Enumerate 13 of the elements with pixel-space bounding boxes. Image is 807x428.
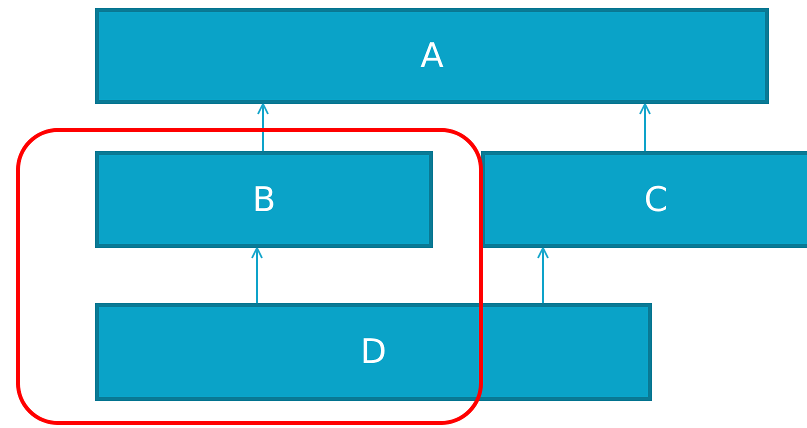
arrow [251, 247, 263, 303]
box-label: C [644, 180, 668, 220]
process-box [481, 151, 807, 248]
process-box [95, 303, 652, 401]
arrow [537, 247, 549, 303]
box-label: B [252, 180, 276, 220]
arrow [639, 103, 651, 151]
box-label: A [420, 36, 444, 76]
box-label: D [360, 332, 387, 372]
process-box [95, 151, 433, 248]
process-box [95, 8, 769, 104]
highlight-outline [16, 128, 483, 425]
arrow [257, 103, 269, 151]
